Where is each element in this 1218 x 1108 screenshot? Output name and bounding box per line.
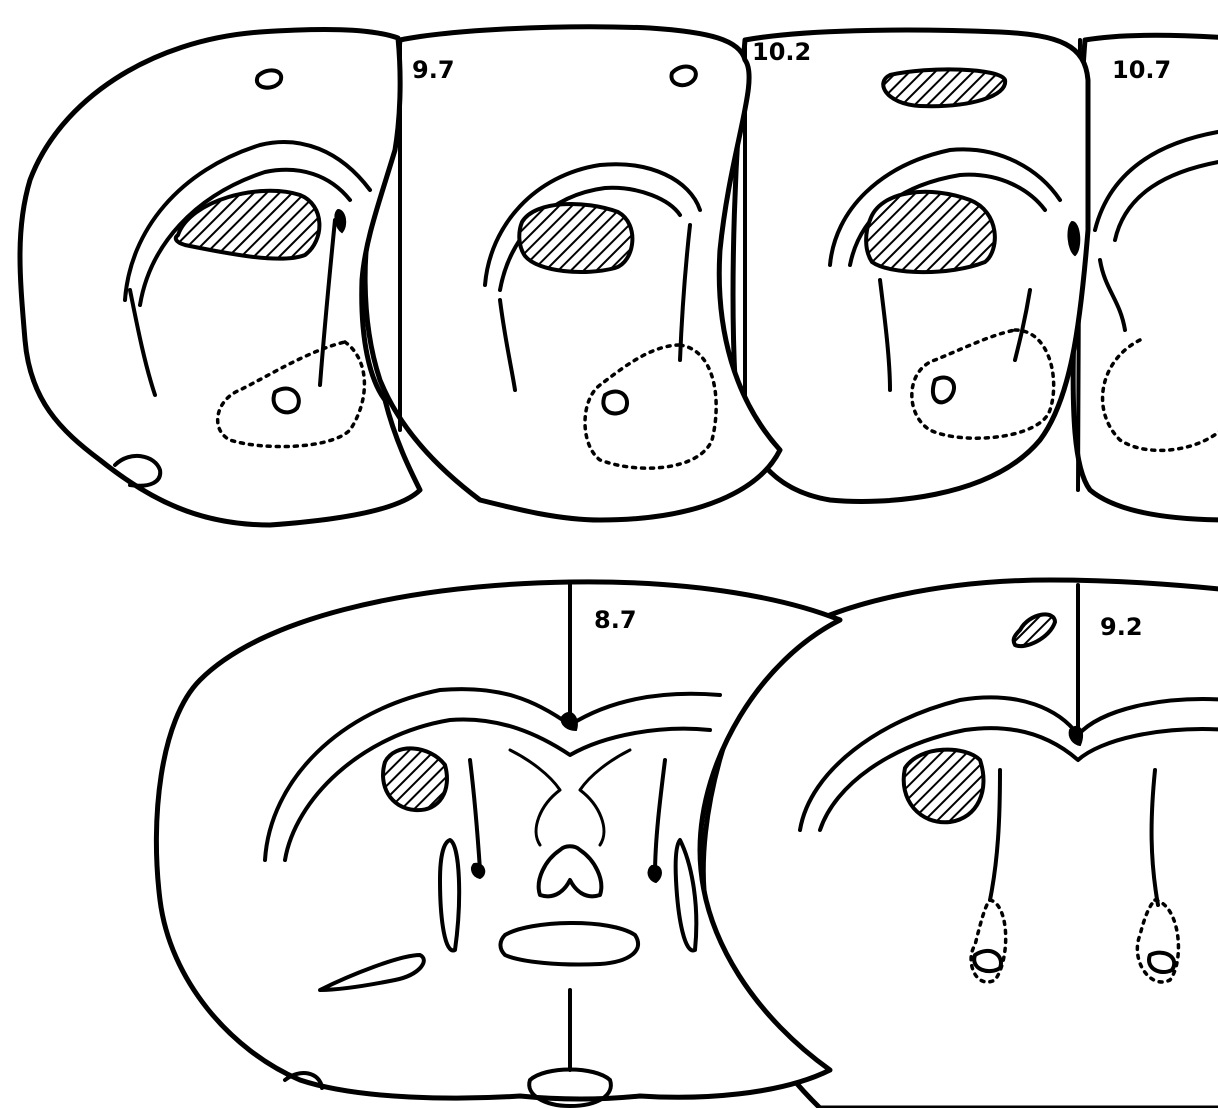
- section-9-7: 9.7: [365, 27, 780, 520]
- section-label: 10.7: [1112, 56, 1171, 84]
- section-label: 10.2: [752, 38, 811, 66]
- section-10-2: 10.2: [733, 30, 1088, 501]
- fornix-dot: [649, 866, 661, 882]
- section-label: 9.7: [412, 56, 455, 84]
- section-label: 8.7: [594, 606, 637, 634]
- section-label: 9.2: [1100, 613, 1143, 641]
- section-outline: [20, 30, 420, 525]
- section-leftmost: [20, 30, 420, 525]
- lesion-hatched: [519, 204, 632, 272]
- section-outline: [1073, 35, 1218, 520]
- lesion-hatched: [904, 750, 984, 823]
- lesion-hatched: [866, 192, 995, 272]
- lesion-hatched: [383, 748, 447, 810]
- section-10-7: 10.7: [1073, 35, 1218, 520]
